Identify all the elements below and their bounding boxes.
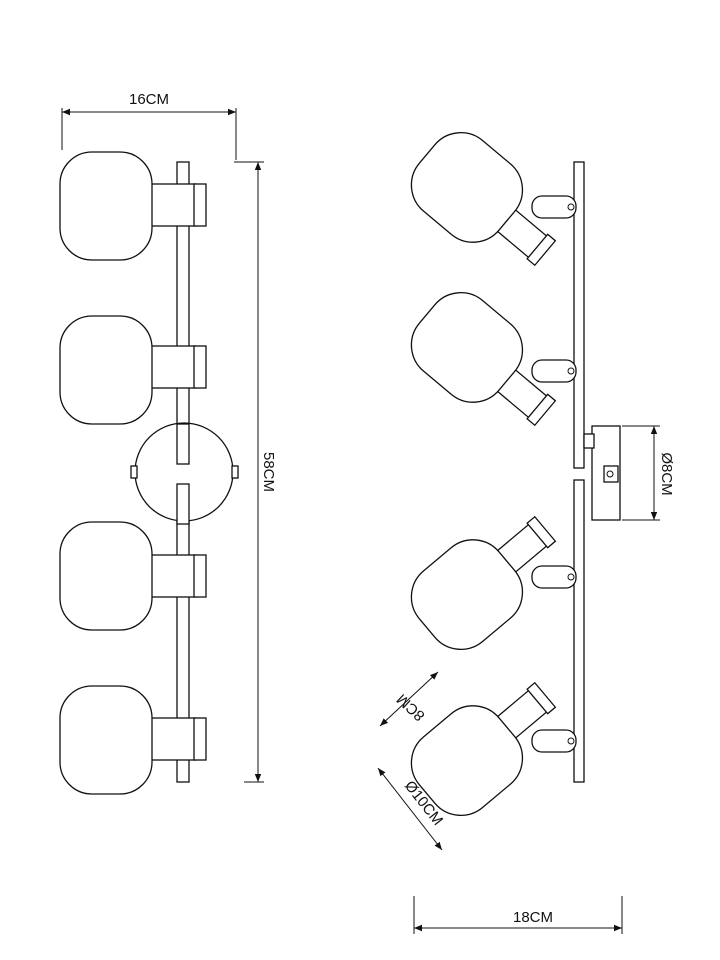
front-lamp-arm <box>147 717 197 761</box>
side-lamp-1 <box>410 132 577 267</box>
front-lamp-shade <box>59 315 153 425</box>
front-height-label: 58CM <box>260 452 277 492</box>
front-width-label: 16CM <box>129 91 169 108</box>
front-lamp-3 <box>59 521 207 631</box>
front-lamp-holder <box>193 183 207 227</box>
front-lamp-arm <box>147 554 197 598</box>
front-lamp-shade <box>59 521 153 631</box>
front-rail-center-bottom <box>176 483 190 525</box>
dimension-shade-depth: 8CM <box>379 671 439 727</box>
front-lamp-4 <box>59 685 207 795</box>
side-lamp-3 <box>410 515 577 650</box>
side-lamp-bracket <box>531 565 577 589</box>
dimension-side-width: 18CM <box>413 896 623 934</box>
side-base-label: Ø8CM <box>658 452 675 495</box>
front-rail-center-top <box>176 423 190 465</box>
front-base-screw-left <box>130 465 138 479</box>
front-lamp-arm <box>147 183 197 227</box>
side-rail-lower <box>573 479 585 783</box>
shade-depth-label: 8CM <box>394 690 429 724</box>
side-lamp-shade <box>410 539 524 650</box>
side-lamp-shade <box>410 292 524 403</box>
side-lamp-bracket <box>531 195 577 219</box>
side-width-label: 18CM <box>513 909 553 926</box>
dimension-front-width: 16CM <box>61 91 237 160</box>
front-lamp-1 <box>59 151 207 261</box>
front-lamp-arm <box>147 345 197 389</box>
side-view: Ø8CM 8CM Ø10CM 18CM <box>377 132 675 934</box>
dimension-side-base: Ø8CM <box>622 425 675 521</box>
front-lamp-shade <box>59 685 153 795</box>
side-lamp-2 <box>410 292 577 427</box>
front-lamp-holder <box>193 554 207 598</box>
side-base-plate <box>583 425 621 521</box>
side-lamp-bracket <box>531 729 577 753</box>
front-lamp-holder <box>193 717 207 761</box>
front-view: 16CM 58CM <box>59 91 277 795</box>
side-lamp-bracket <box>531 359 577 383</box>
front-lamp-2 <box>59 315 207 425</box>
side-lamp-shade <box>410 132 524 243</box>
dimension-front-height: 58CM <box>234 161 277 783</box>
front-lamp-holder <box>193 345 207 389</box>
front-base-screw-right <box>231 465 239 479</box>
front-lamp-shade <box>59 151 153 261</box>
side-rail-upper <box>573 161 585 469</box>
